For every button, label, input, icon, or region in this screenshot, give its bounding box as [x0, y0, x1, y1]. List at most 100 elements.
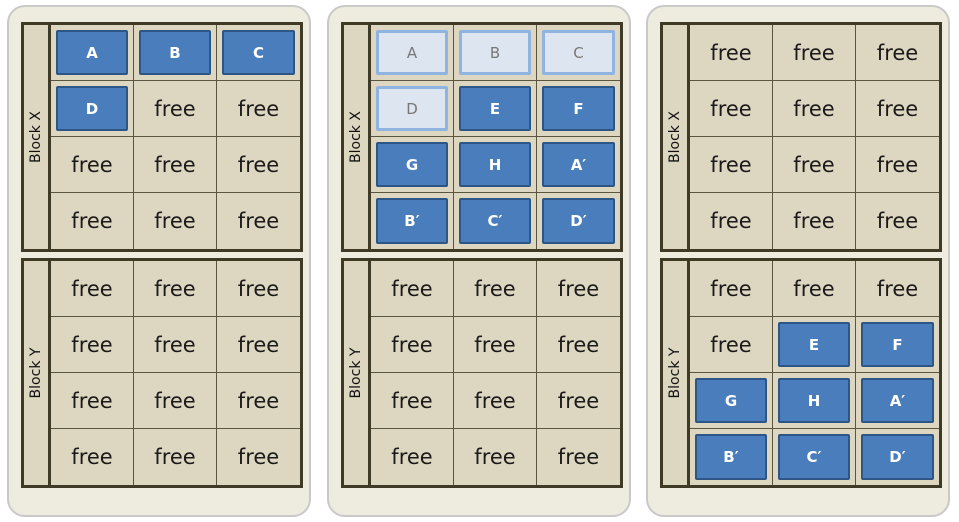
- grid-cell: free: [371, 429, 454, 485]
- grid-cell: free: [856, 261, 939, 317]
- free-slot-label: free: [557, 332, 600, 357]
- allocated-page: B: [139, 30, 211, 75]
- grid-cell: B: [134, 25, 217, 81]
- free-slot-label: free: [237, 96, 280, 121]
- free-slot-label: free: [557, 388, 600, 413]
- grid-cell: free: [690, 25, 773, 81]
- grid-cell: free: [51, 261, 134, 317]
- free-slot-label: free: [154, 276, 196, 301]
- block-grid: free free free free free free free free free free…: [51, 261, 300, 485]
- grid-cell: free: [856, 137, 939, 193]
- grid-cell: B: [454, 25, 537, 81]
- free-slot-label: free: [876, 96, 919, 121]
- allocated-page: C: [222, 30, 295, 75]
- grid-cell: B′: [371, 193, 454, 249]
- grid-cell: free: [537, 373, 620, 429]
- grid-cell: D: [371, 81, 454, 137]
- block-label-column: Block Y: [663, 261, 690, 485]
- grid-cell: C′: [773, 429, 856, 485]
- grid-cell: free: [690, 261, 773, 317]
- free-slot-label: free: [474, 445, 516, 469]
- block-label: Block Y: [667, 347, 683, 399]
- free-slot-label: free: [154, 96, 196, 121]
- free-slot-label: free: [557, 276, 600, 301]
- allocated-page: D: [56, 86, 128, 131]
- grid-cell: C′: [454, 193, 537, 249]
- allocated-page: G: [695, 378, 767, 423]
- grid-cell: free: [690, 317, 773, 373]
- free-slot-label: free: [391, 445, 433, 469]
- grid-cell: E: [773, 317, 856, 373]
- grid-cell: free: [371, 261, 454, 317]
- allocated-page: D′: [542, 198, 615, 244]
- block-label: Block Y: [348, 347, 364, 399]
- allocated-page: A: [56, 30, 128, 75]
- grid-cell: free: [454, 373, 537, 429]
- grid-cell: free: [690, 137, 773, 193]
- grid-cell: free: [217, 429, 300, 485]
- stale-page: D: [376, 86, 448, 131]
- free-slot-label: free: [474, 276, 516, 301]
- free-slot-label: free: [154, 445, 196, 469]
- free-slot-label: free: [237, 152, 280, 177]
- allocated-page: E: [459, 86, 531, 131]
- grid-cell: free: [773, 261, 856, 317]
- free-slot-label: free: [71, 445, 113, 469]
- grid-cell: free: [217, 81, 300, 137]
- grid-cell: G: [371, 137, 454, 193]
- block-label-column: Block X: [24, 25, 51, 249]
- allocated-page: F: [861, 322, 934, 367]
- grid-cell: free: [856, 193, 939, 249]
- grid-cell: free: [537, 317, 620, 373]
- free-slot-label: free: [876, 40, 919, 65]
- grid-cell: free: [690, 81, 773, 137]
- free-slot-label: free: [154, 332, 196, 357]
- grid-cell: free: [537, 429, 620, 485]
- grid-cell: free: [856, 25, 939, 81]
- grid-cell: free: [134, 261, 217, 317]
- grid-cell: free: [371, 317, 454, 373]
- grid-cell: free: [454, 429, 537, 485]
- grid-cell: free: [217, 193, 300, 249]
- allocated-page: B′: [376, 198, 448, 244]
- allocated-page: H: [778, 378, 850, 423]
- grid-cell: free: [51, 137, 134, 193]
- allocated-page: A′: [542, 142, 615, 187]
- grid-cell: B′: [690, 429, 773, 485]
- block-label-column: Block X: [663, 25, 690, 249]
- block-label: Block Y: [28, 347, 44, 399]
- free-slot-label: free: [71, 332, 113, 357]
- free-slot-label: free: [474, 332, 516, 357]
- free-slot-label: free: [71, 152, 113, 177]
- free-slot-label: free: [710, 332, 752, 357]
- stale-page: C: [542, 30, 615, 75]
- grid-cell: free: [217, 317, 300, 373]
- free-slot-label: free: [710, 276, 752, 301]
- free-slot-label: free: [237, 276, 280, 301]
- allocated-page: B′: [695, 434, 767, 480]
- block-label: Block X: [348, 111, 364, 163]
- grid-cell: free: [51, 429, 134, 485]
- free-slot-label: free: [793, 152, 835, 177]
- grid-cell: D′: [537, 193, 620, 249]
- free-slot-label: free: [793, 40, 835, 65]
- grid-cell: A: [371, 25, 454, 81]
- grid-cell: free: [773, 137, 856, 193]
- allocated-page: E: [778, 322, 850, 367]
- free-slot-label: free: [154, 388, 196, 413]
- free-slot-label: free: [71, 388, 113, 413]
- free-slot-label: free: [237, 209, 280, 233]
- grid-cell: free: [51, 317, 134, 373]
- grid-cell: free: [690, 193, 773, 249]
- grid-cell: D: [51, 81, 134, 137]
